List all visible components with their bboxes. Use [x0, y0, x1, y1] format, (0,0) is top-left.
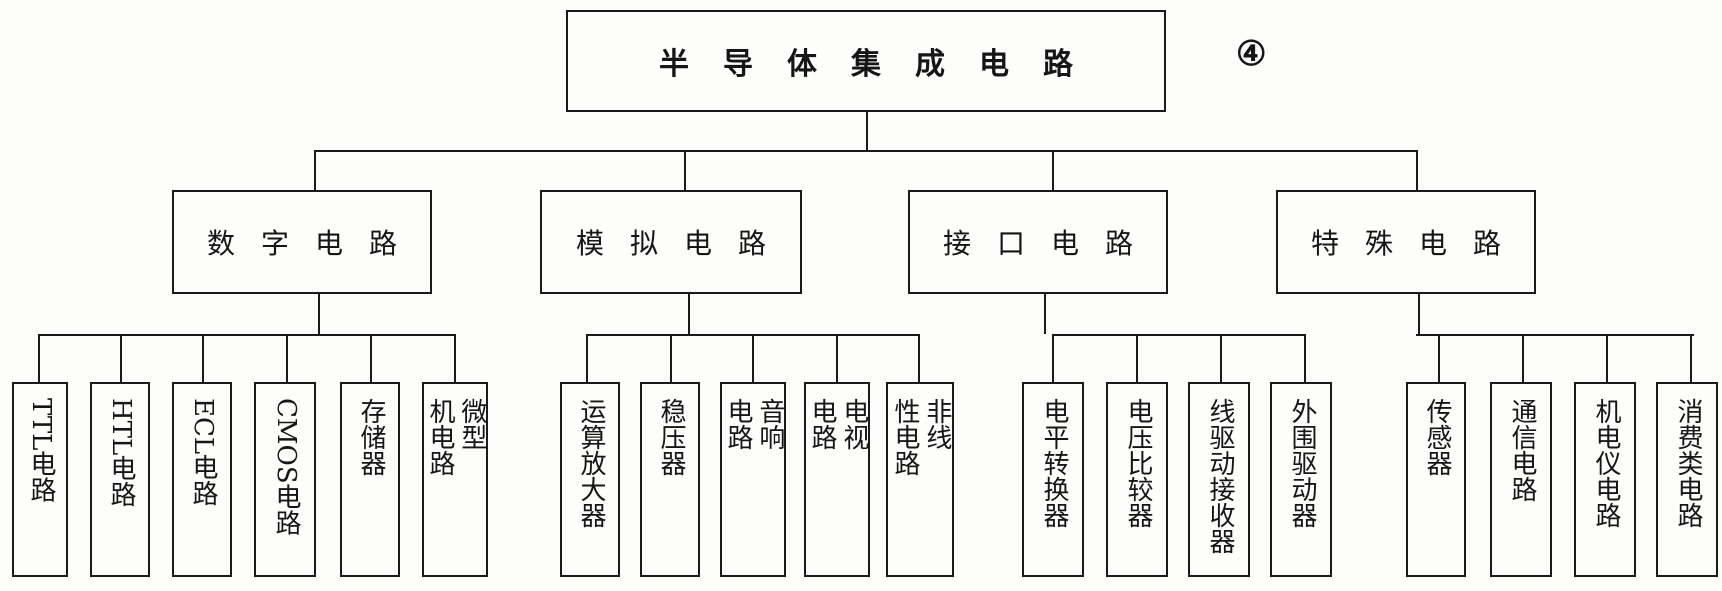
cat-stem-special [1416, 150, 1418, 190]
leaf-label: TTL电路 [25, 398, 56, 503]
leaf-stem [1606, 334, 1608, 382]
leaf-label: 机电仪电路 [1590, 398, 1621, 528]
category-special: 特殊电路 [1276, 190, 1536, 294]
leaf-tv: 电视 电路 [804, 382, 870, 577]
leaf-audio: 音响 电路 [720, 382, 786, 577]
leaf-label: CMOS电路 [270, 398, 301, 536]
leaf-stem [454, 334, 456, 382]
leaf-label: 微型 机电路 [423, 384, 487, 476]
category-interface: 接口电路 [908, 190, 1168, 294]
category-label: 数字电路 [206, 227, 423, 260]
leaf-level-shifter: 电平转换器 [1022, 382, 1084, 577]
leaf-consumer: 消费类电路 [1656, 382, 1718, 577]
leaf-stem [38, 334, 40, 382]
leaf-label-col: 性电路 [890, 398, 920, 476]
leaf-stem [370, 334, 372, 382]
leaf-stem [202, 334, 204, 382]
category-digital: 数字电路 [172, 190, 432, 294]
leaf-stem [286, 334, 288, 382]
leaf-label: 电平转换器 [1038, 398, 1069, 528]
leaf-stem [586, 334, 588, 382]
leaf-label: 稳压器 [655, 398, 686, 476]
leaf-stem [670, 334, 672, 382]
category-analog: 模拟电路 [540, 190, 802, 294]
leaf-label-col: 电路 [807, 398, 837, 450]
leaf-memory: 存储器 [340, 382, 400, 577]
root-stem [866, 112, 868, 150]
leaf-label: 线驱动接收器 [1204, 398, 1235, 554]
leaf-stem [1438, 334, 1440, 382]
leaf-htl: HTL电路 [90, 382, 150, 577]
leaf-electromechanical: 机电仪电路 [1574, 382, 1636, 577]
leaf-stem [1052, 334, 1054, 382]
leaf-stem [1304, 334, 1306, 382]
leaf-label: 非线 性电路 [888, 384, 952, 476]
analog-stem [688, 294, 690, 334]
leaf-ecl: ECL电路 [172, 382, 232, 577]
leaf-communication: 通信电路 [1490, 382, 1552, 577]
leaf-stem [1690, 334, 1692, 382]
interface-stem [1044, 294, 1046, 334]
leaf-label-col: 微型 [456, 398, 487, 450]
leaf-label-col: 电路 [723, 398, 753, 450]
special-bus [1416, 334, 1694, 336]
digital-bus [38, 334, 456, 336]
leaf-label: 电压比较器 [1122, 398, 1153, 528]
leaf-line-driver-receiver: 线驱动接收器 [1188, 382, 1250, 577]
root-label: 半导体集成电路 [659, 47, 1107, 82]
cat-stem-analog [684, 150, 686, 190]
leaf-stem [1136, 334, 1138, 382]
leaf-label: 传感器 [1421, 398, 1452, 476]
leaf-microcomputer: 微型 机电路 [422, 382, 488, 577]
leaf-label: 电视 电路 [805, 384, 869, 450]
leaf-label-col: 机电路 [425, 398, 455, 476]
leaf-ttl: TTL电路 [12, 382, 68, 577]
category-label: 接口电路 [942, 227, 1159, 260]
leaf-label: 存储器 [355, 398, 386, 476]
leaf-label: 音响 电路 [721, 384, 785, 450]
leaf-label-col: 电视 [838, 398, 869, 450]
interface-bus [1052, 334, 1306, 336]
cat-stem-digital [314, 150, 316, 190]
leaf-stem [120, 334, 122, 382]
leaf-label: 外围驱动器 [1286, 398, 1317, 528]
leaf-op-amp: 运算放大器 [560, 382, 620, 577]
leaf-stem [1522, 334, 1524, 382]
leaf-label-col: 非线 [921, 398, 952, 450]
leaf-sensor: 传感器 [1406, 382, 1466, 577]
leaf-label: ECL电路 [187, 398, 218, 507]
leaf-stem [1220, 334, 1222, 382]
leaf-regulator: 稳压器 [640, 382, 700, 577]
digital-stem [318, 294, 320, 334]
leaf-peripheral-driver: 外围驱动器 [1270, 382, 1332, 577]
figure-marker: ④ [1236, 34, 1267, 74]
special-stem [1418, 294, 1420, 334]
leaf-label: 通信电路 [1506, 398, 1537, 502]
leaf-label: 运算放大器 [575, 398, 606, 528]
leaf-cmos: CMOS电路 [254, 382, 316, 577]
category-label: 模拟电路 [575, 227, 792, 260]
leaf-label: 消费类电路 [1672, 398, 1703, 528]
category-label: 特殊电路 [1310, 227, 1527, 260]
root-bus [314, 150, 1418, 152]
leaf-label-col: 音响 [754, 398, 785, 450]
leaf-stem [918, 334, 920, 382]
root-node: 半导体集成电路 [566, 10, 1166, 112]
leaf-comparator: 电压比较器 [1106, 382, 1168, 577]
leaf-nonlinear: 非线 性电路 [886, 382, 954, 577]
cat-stem-interface [1052, 150, 1054, 190]
leaf-stem [752, 334, 754, 382]
leaf-stem [836, 334, 838, 382]
leaf-label: HTL电路 [105, 398, 136, 508]
